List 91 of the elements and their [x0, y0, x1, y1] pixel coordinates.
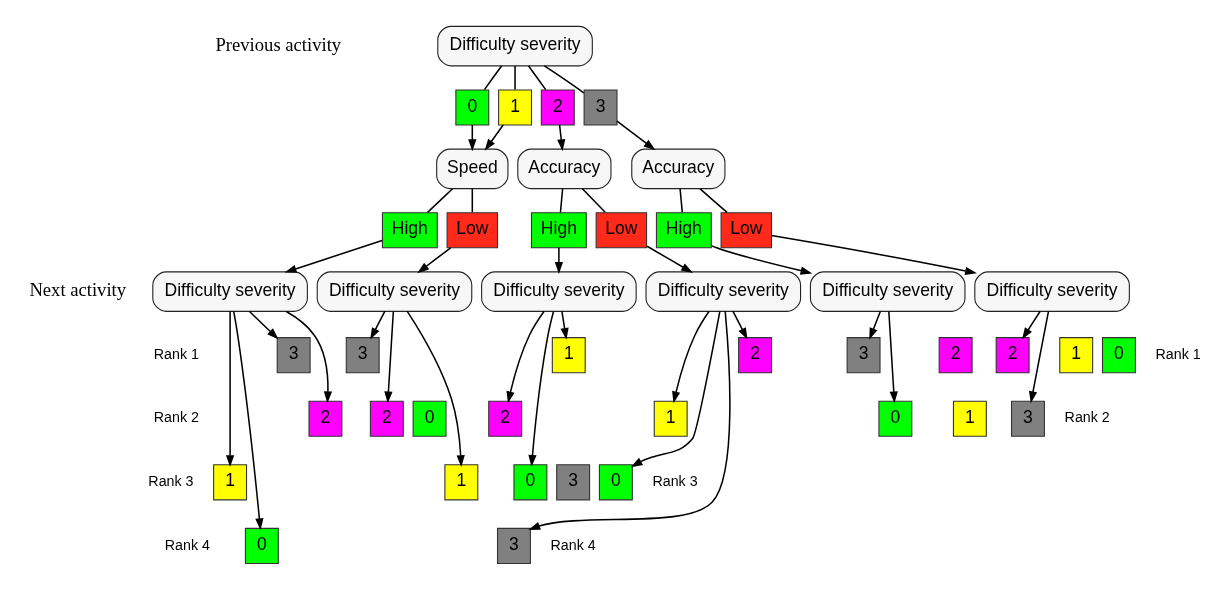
- node-box: 0: [598, 464, 633, 501]
- arrow: [888, 310, 898, 404]
- arrow: [672, 310, 710, 404]
- node-box: Accuracy: [631, 148, 726, 190]
- label: Rank 2: [1064, 409, 1110, 426]
- label: Previous activity: [215, 33, 342, 55]
- arrow: [284, 239, 383, 273]
- node-box: Low: [720, 212, 773, 249]
- arrow: [528, 310, 731, 530]
- label: Rank 3: [148, 473, 194, 490]
- connector: [471, 187, 474, 214]
- node-box: Difficulty severity: [645, 271, 802, 312]
- node-box: 2: [995, 337, 1030, 374]
- node-box: 0: [1101, 337, 1136, 374]
- arrow: [406, 310, 465, 468]
- arrow: [506, 310, 545, 404]
- node-box: 2: [308, 400, 343, 437]
- node-box: Low: [446, 212, 499, 249]
- arrow: [232, 310, 264, 531]
- connector: [543, 65, 585, 94]
- connector: [699, 187, 728, 214]
- connector: [559, 187, 564, 214]
- node-box: 3: [345, 337, 380, 374]
- node-box: 2: [488, 400, 523, 437]
- connector: [483, 65, 503, 91]
- node-box: 1: [213, 464, 248, 501]
- node-box: Difficulty severity: [437, 25, 593, 67]
- node-box: Low: [595, 212, 648, 249]
- node-box: 1: [551, 337, 586, 374]
- arrow: [554, 247, 564, 274]
- label: Rank 4: [164, 536, 210, 553]
- node-box: 1: [653, 400, 688, 437]
- arrow: [560, 310, 569, 340]
- node-box: 0: [878, 400, 913, 437]
- node-box: 0: [455, 89, 490, 126]
- connector: [527, 65, 547, 91]
- node-box: Difficulty severity: [316, 271, 473, 312]
- arrow: [225, 310, 235, 468]
- node-box: 3: [583, 89, 618, 126]
- node-box: 0: [244, 527, 279, 564]
- node-box: 2: [369, 400, 404, 437]
- arrow: [557, 124, 566, 152]
- arrow: [1022, 310, 1041, 340]
- node-box: High: [381, 212, 438, 249]
- node-box: Speed: [436, 148, 509, 190]
- arrow: [710, 244, 813, 275]
- node-box: 3: [556, 464, 591, 501]
- node-box: 1: [498, 89, 533, 126]
- arrow: [285, 310, 333, 404]
- connector: [581, 187, 606, 214]
- node-box: 1: [952, 400, 987, 437]
- node-box: 1: [1059, 337, 1094, 374]
- label: Rank 3: [652, 473, 698, 490]
- arrow: [770, 234, 977, 276]
- node-box: Accuracy: [517, 148, 612, 190]
- node-box: 3: [846, 337, 881, 374]
- node-box: High: [530, 212, 587, 249]
- arrow: [484, 124, 504, 151]
- connector: [426, 187, 454, 214]
- arrow: [869, 310, 882, 340]
- arrow: [248, 310, 279, 340]
- node-box: 0: [412, 400, 447, 437]
- arrow: [1028, 310, 1050, 404]
- label: Rank 4: [550, 536, 596, 553]
- arrow: [616, 120, 656, 151]
- node-box: 3: [276, 337, 311, 374]
- arrow: [370, 310, 386, 340]
- node-box: 3: [1011, 400, 1045, 437]
- label: Next activity: [29, 279, 127, 301]
- node-box: 2: [540, 89, 575, 126]
- node-box: Difficulty severity: [809, 271, 966, 312]
- node-box: 2: [738, 337, 773, 374]
- node-box: High: [655, 212, 712, 249]
- connector: [514, 65, 516, 91]
- arrow: [384, 310, 395, 404]
- label: Rank 1: [1155, 345, 1201, 362]
- node-box: Difficulty severity: [481, 271, 637, 312]
- arrow: [630, 310, 721, 468]
- label: Rank 1: [153, 345, 199, 362]
- arrow: [417, 247, 452, 274]
- arrow: [646, 245, 693, 273]
- arrow: [732, 310, 748, 340]
- node-box: Difficulty severity: [152, 271, 308, 312]
- node-box: 0: [513, 464, 548, 501]
- node-box: Difficulty severity: [974, 271, 1130, 312]
- node-box: 1: [444, 464, 479, 501]
- node-box: 2: [938, 337, 973, 374]
- arrow: [528, 310, 555, 467]
- node-box: 3: [496, 527, 531, 564]
- connector: [679, 187, 684, 214]
- label: Rank 2: [153, 409, 199, 426]
